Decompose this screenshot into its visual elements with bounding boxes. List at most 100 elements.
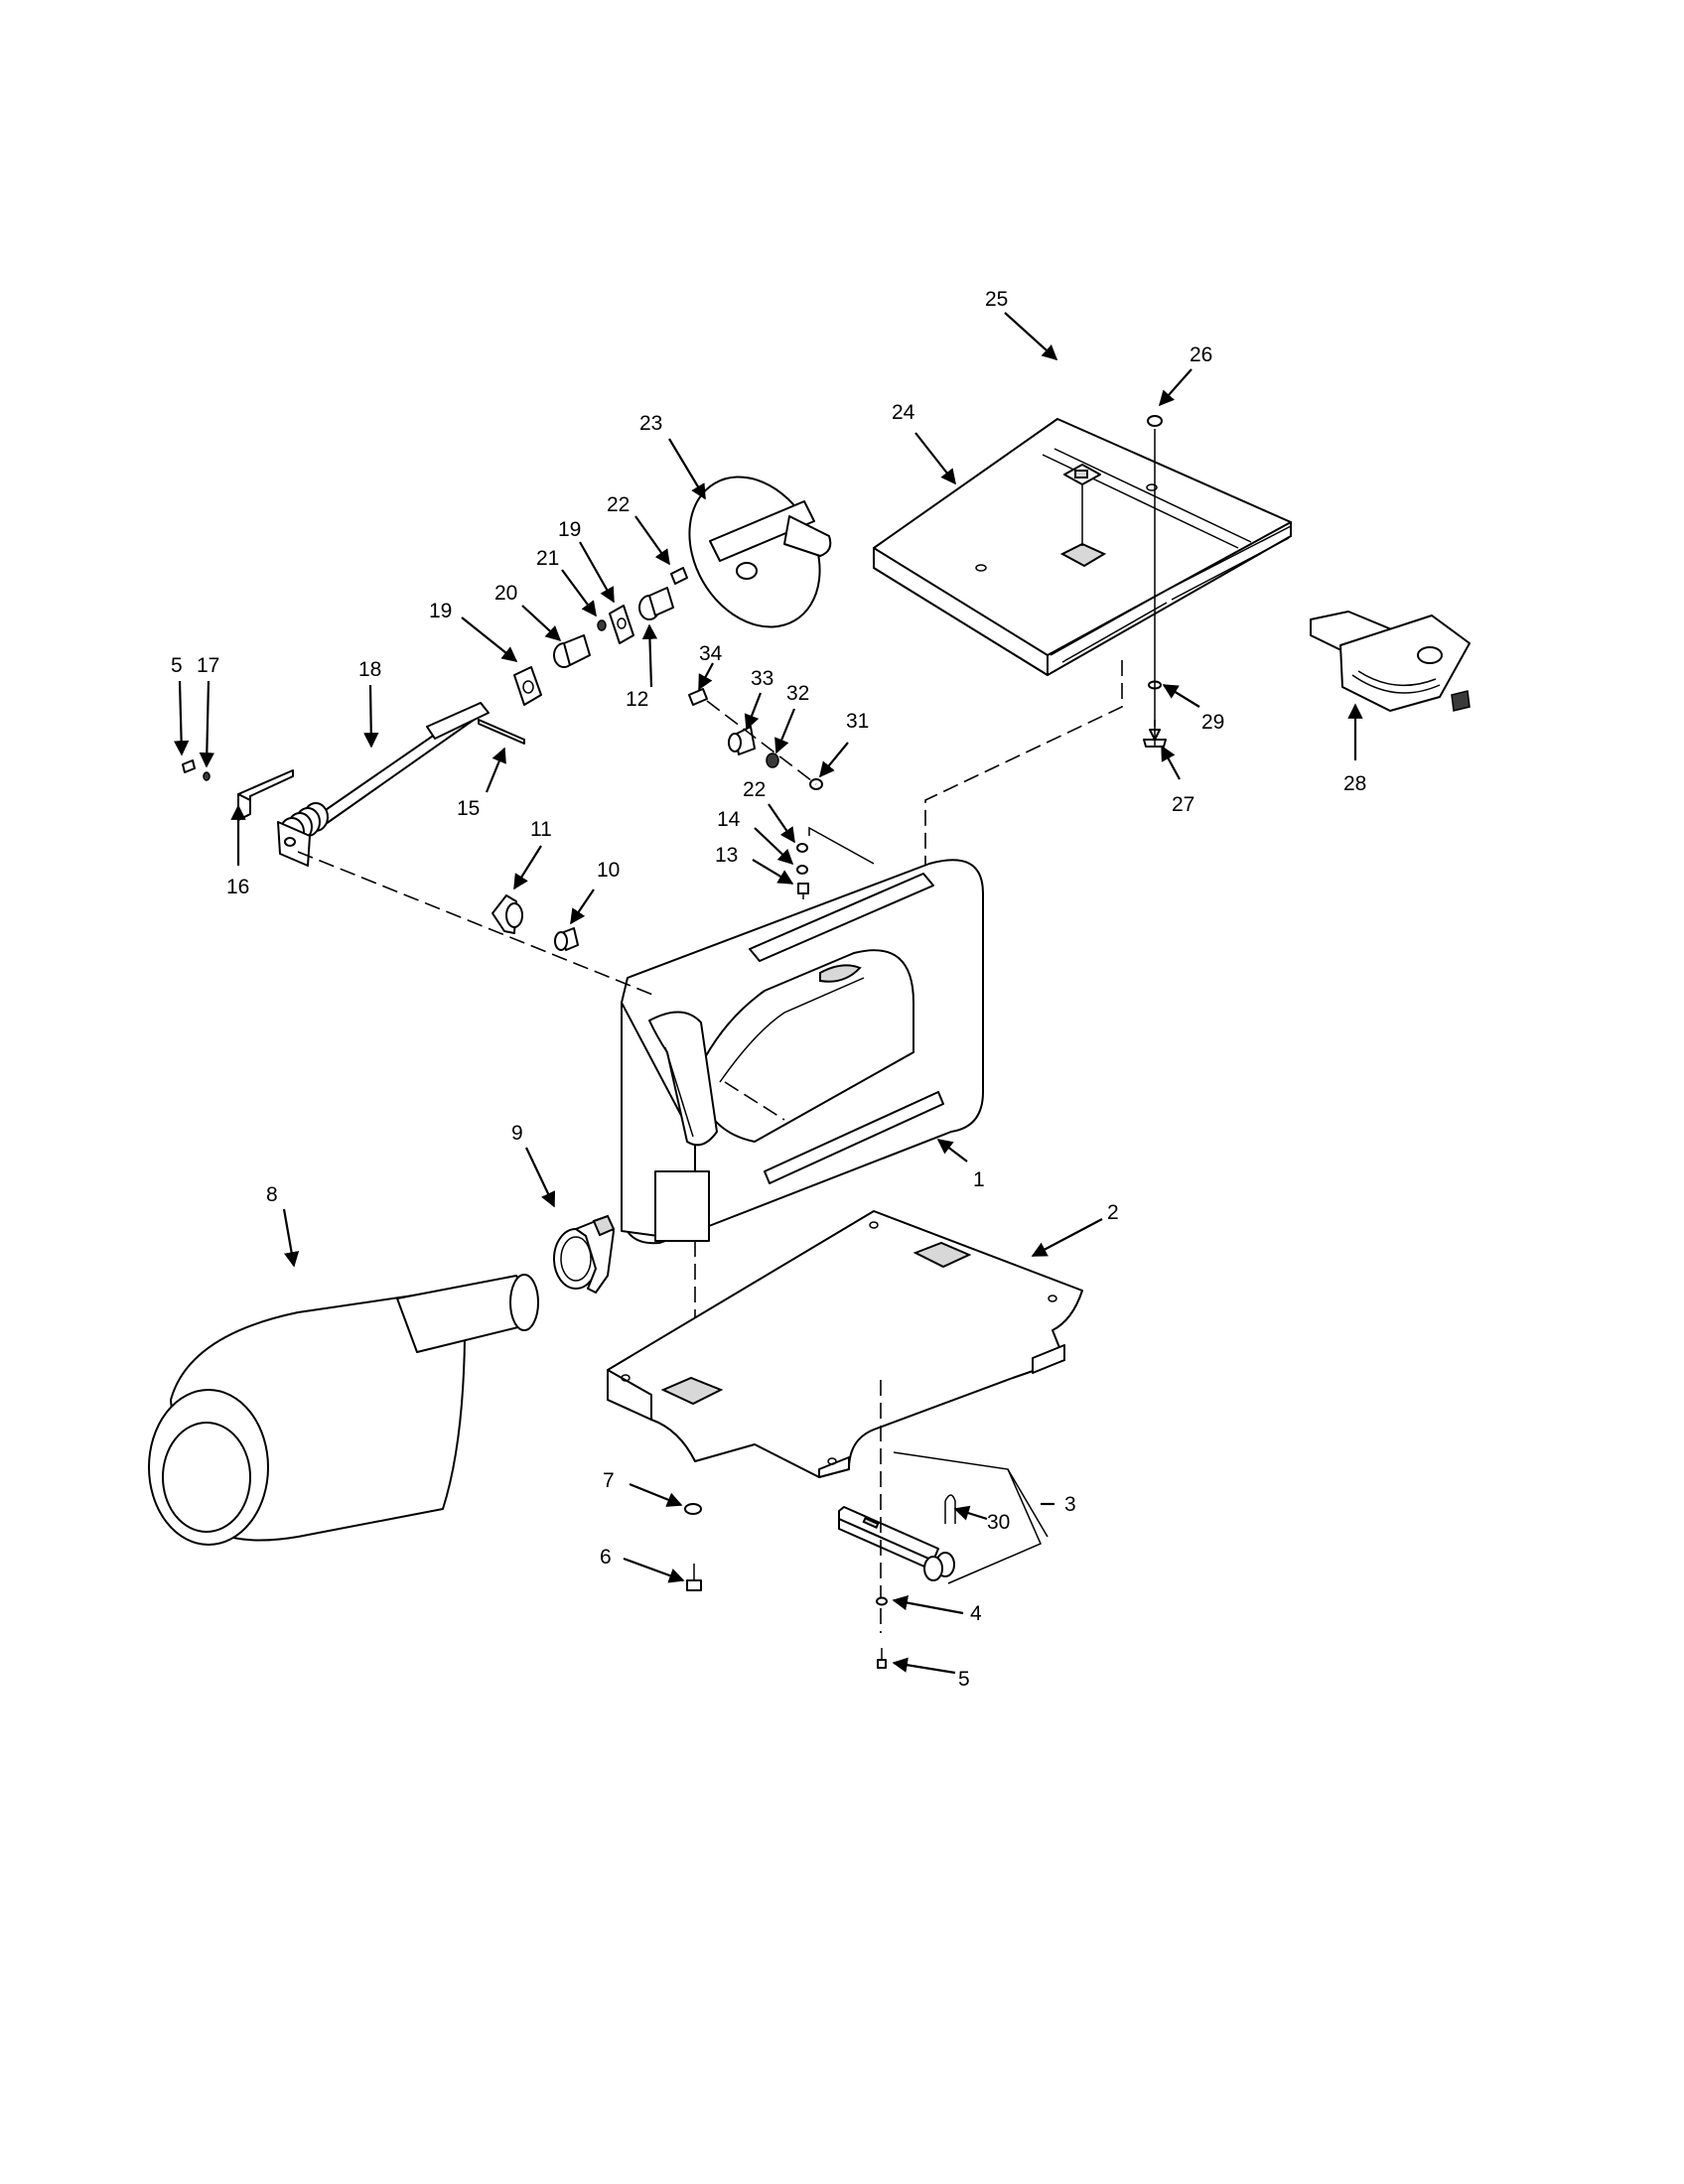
callout-31: 31	[819, 710, 869, 778]
flange-19-right	[609, 605, 634, 644]
callout-32: 32	[774, 682, 809, 754]
callout-label-28: 28	[1343, 772, 1366, 795]
lock-knob	[554, 927, 579, 951]
callout-3: 3	[1041, 1493, 1076, 1516]
callout-label-19-left: 19	[429, 600, 452, 622]
callout-9: 9	[511, 1122, 556, 1208]
pointer-33	[728, 726, 756, 755]
callout-10: 10	[570, 859, 620, 925]
callout-30: 30	[953, 1505, 1010, 1534]
callout-label-23: 23	[639, 412, 662, 435]
callout-23: 23	[639, 412, 706, 500]
screw-22-upper	[670, 567, 688, 585]
callout-33: 33	[744, 667, 773, 731]
set-screw-34	[688, 688, 708, 706]
callout-label-29: 29	[1201, 711, 1224, 734]
callout-13: 13	[715, 844, 794, 885]
callout-label-5-lower: 5	[958, 1668, 970, 1691]
spring-pin	[944, 1494, 956, 1524]
bracket-group-line	[893, 1451, 1042, 1584]
callout-label-7: 7	[603, 1469, 615, 1492]
tilt-shaft-assembly	[277, 702, 490, 867]
callout-label-30: 30	[987, 1511, 1010, 1534]
callout-29: 29	[1162, 684, 1224, 734]
motor-clamp	[553, 1214, 616, 1294]
callout-4: 4	[892, 1594, 982, 1625]
flange-19-left	[513, 666, 542, 706]
washer-7	[684, 1503, 702, 1515]
callout-27: 27	[1161, 745, 1194, 816]
miter-gauge	[1310, 611, 1471, 712]
shaft-bracket	[237, 769, 294, 821]
callout-label-11: 11	[530, 818, 552, 841]
callout-label-22-upper: 22	[607, 493, 630, 516]
callout-label-16: 16	[226, 876, 249, 898]
bracket-assembly	[838, 1506, 955, 1581]
washer-21	[597, 619, 607, 631]
callout-21: 21	[536, 547, 597, 617]
wing-screw	[1143, 720, 1167, 748]
callout-label-2: 2	[1107, 1201, 1119, 1224]
dash-shaft	[297, 851, 656, 997]
callout-label-21: 21	[536, 547, 559, 570]
callout-label-25: 25	[985, 288, 1008, 311]
washer-14	[796, 865, 808, 875]
callout-label-32: 32	[786, 682, 809, 705]
callout-label-9: 9	[511, 1122, 523, 1145]
pin-15	[478, 719, 525, 745]
washer-4	[876, 1596, 888, 1606]
callout-label-4: 4	[970, 1602, 982, 1625]
bushing-20	[553, 634, 591, 668]
screw-5-upper	[182, 759, 196, 773]
base-casting	[621, 859, 984, 1245]
callout-label-31: 31	[846, 710, 869, 733]
callout-2: 2	[1031, 1201, 1119, 1257]
callout-17: 17	[197, 654, 219, 768]
callout-label-14: 14	[717, 808, 741, 831]
callout-label-15: 15	[457, 797, 480, 820]
callout-label-8: 8	[266, 1183, 278, 1206]
callout-label-34: 34	[699, 642, 723, 665]
callout-19-right: 19	[558, 518, 615, 604]
callout-label-17: 17	[197, 654, 219, 677]
callout-label-3: 3	[1064, 1493, 1076, 1516]
callout-label-26: 26	[1190, 343, 1212, 366]
callout-11: 11	[513, 818, 552, 890]
saw-table	[873, 418, 1292, 676]
callout-16: 16	[226, 804, 249, 898]
callout-6: 6	[600, 1546, 685, 1583]
callout-5-upper: 5	[171, 654, 190, 756]
base-plate	[607, 1210, 1083, 1478]
callout-label-22-lower: 22	[743, 778, 766, 801]
washer-17	[203, 771, 210, 781]
dash-screwset	[706, 700, 817, 785]
callout-label-5-upper: 5	[171, 654, 183, 677]
callout-12: 12	[626, 623, 658, 711]
table-nut	[1147, 415, 1163, 427]
callout-label-1: 1	[973, 1168, 985, 1191]
callout-8: 8	[266, 1183, 300, 1268]
callout-26: 26	[1158, 343, 1212, 407]
callout-label-6: 6	[600, 1546, 612, 1569]
callout-34: 34	[698, 642, 723, 691]
screw-5-lower	[877, 1648, 887, 1669]
callout-label-27: 27	[1172, 793, 1194, 816]
lock-handle	[491, 894, 523, 934]
dash-table-base	[924, 660, 1123, 872]
callout-25: 25	[985, 288, 1058, 361]
table-insert	[1063, 464, 1101, 485]
callout-22-lower: 22	[743, 778, 795, 844]
callout-20: 20	[494, 582, 562, 642]
callout-5-lower: 5	[892, 1657, 970, 1691]
callout-label-10: 10	[597, 859, 620, 882]
motor	[148, 1274, 539, 1546]
callout-label-24: 24	[892, 401, 915, 424]
callout-19-left: 19	[429, 600, 518, 662]
callout-28: 28	[1343, 703, 1366, 795]
bushing-12	[638, 587, 674, 620]
callout-label-20: 20	[494, 582, 517, 605]
bolt-13	[797, 883, 809, 899]
callout-18: 18	[358, 658, 381, 749]
callout-label-19-right: 19	[558, 518, 581, 541]
